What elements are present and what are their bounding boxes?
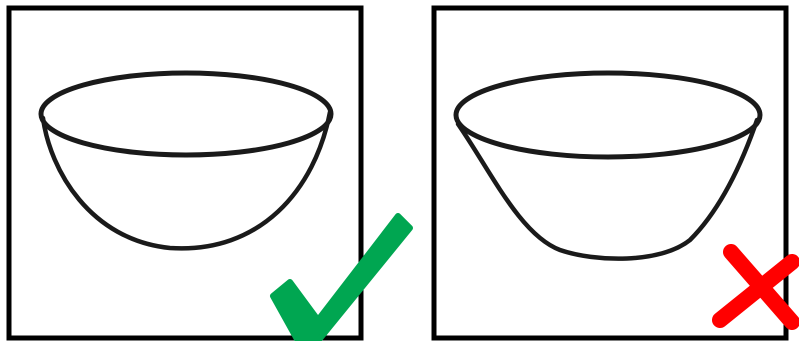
panel-right [434,8,792,338]
panel-left [9,8,410,341]
